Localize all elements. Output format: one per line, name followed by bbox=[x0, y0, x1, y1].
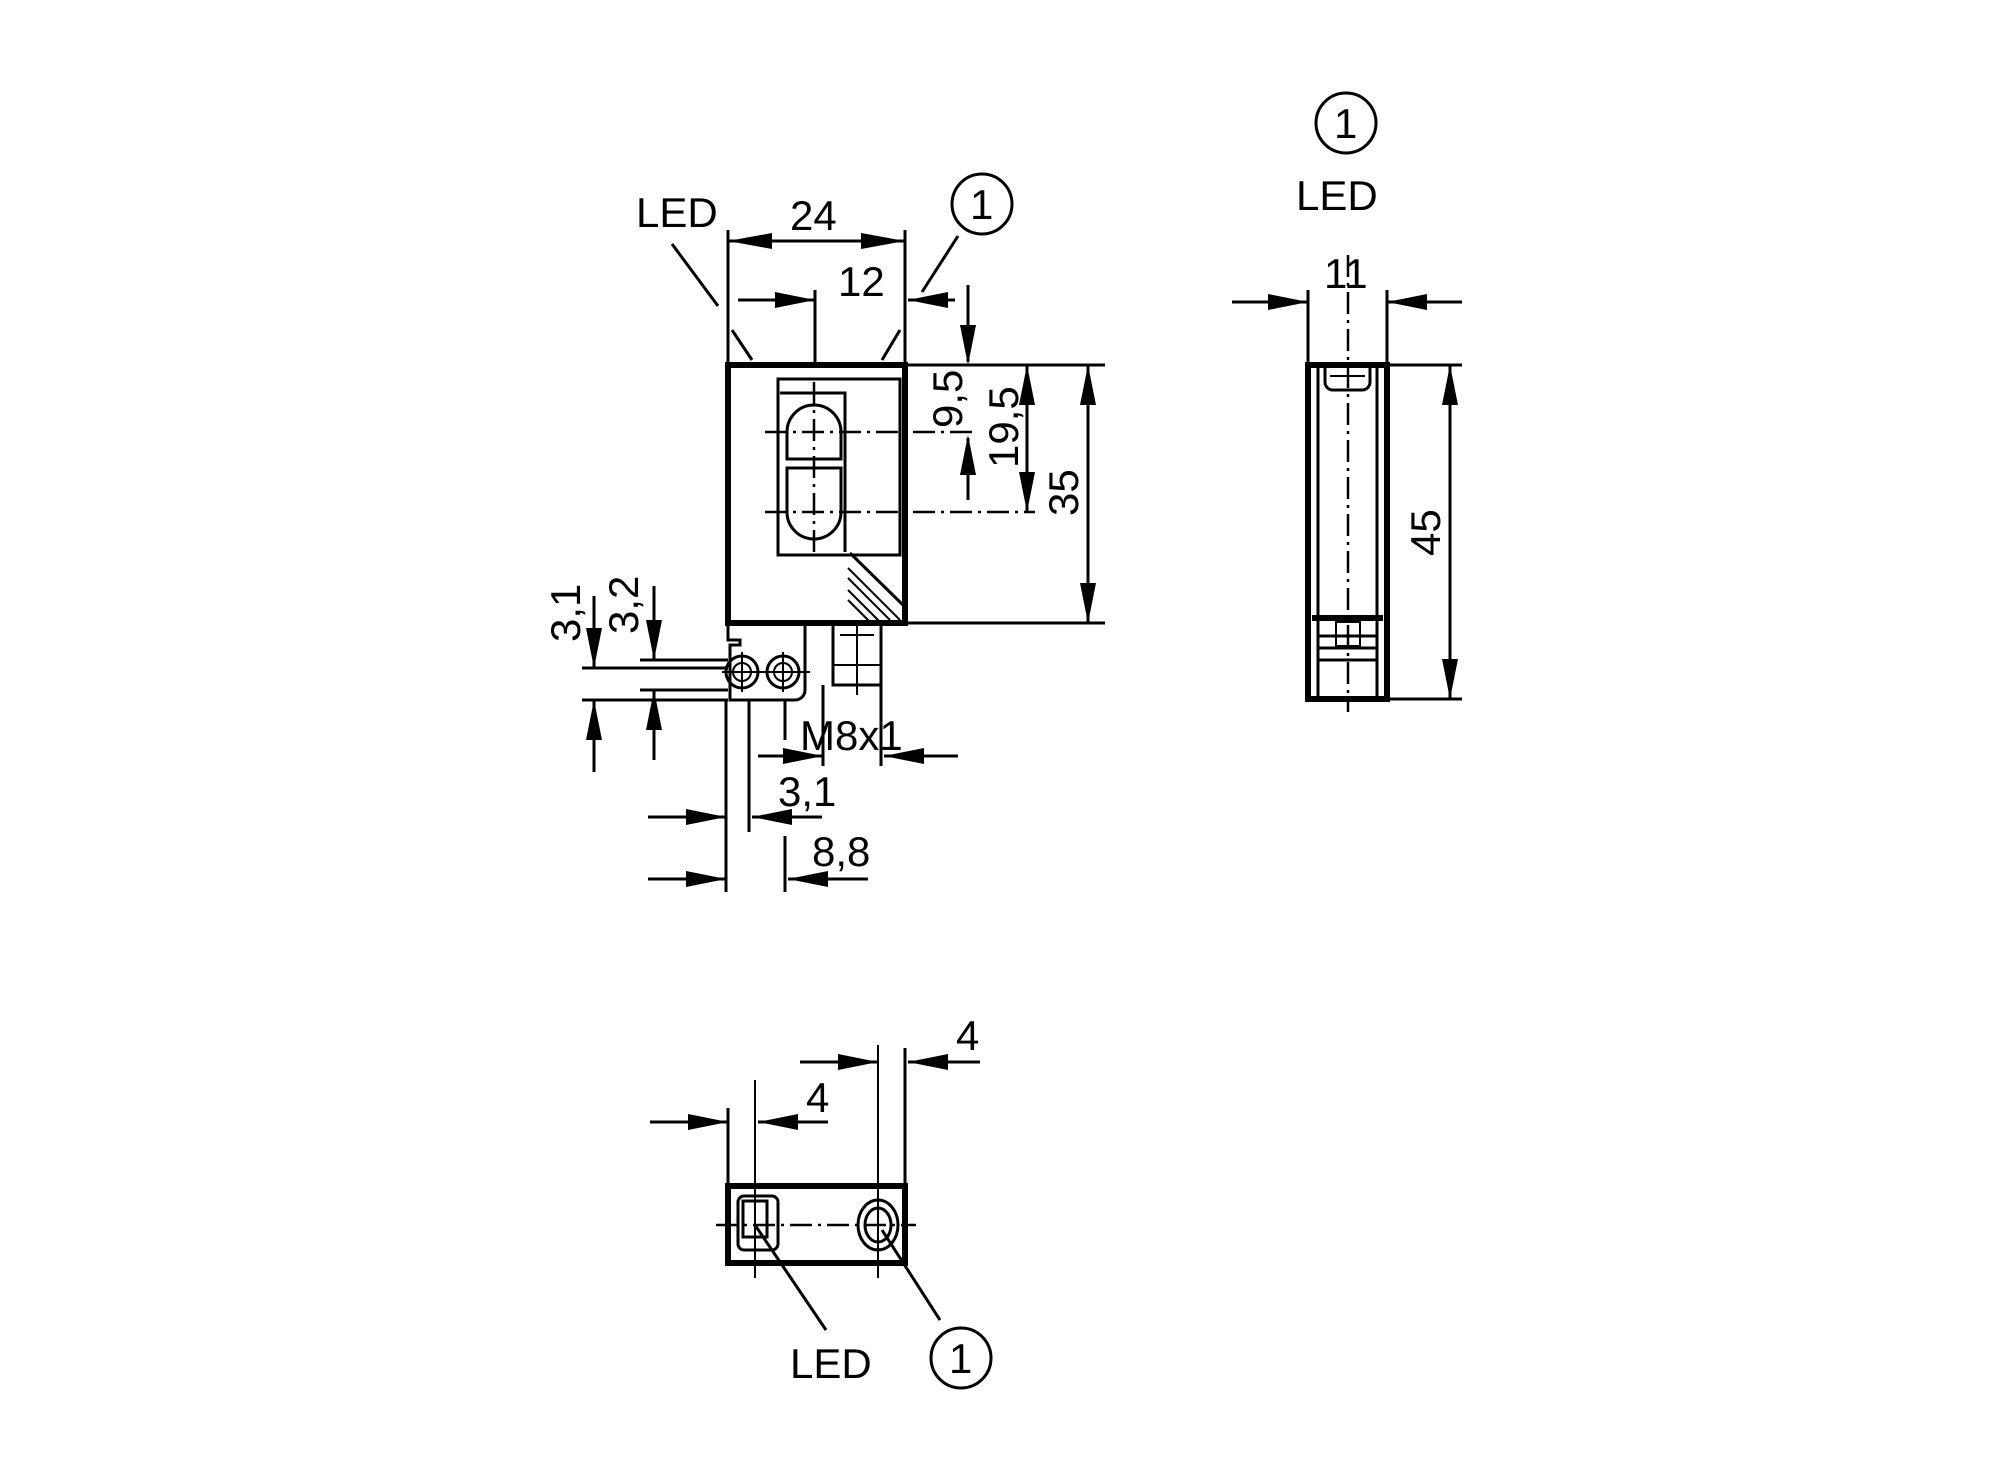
top-led-label: LED bbox=[790, 1340, 872, 1387]
dim-hole-spacing-3-1: 3,1 bbox=[778, 768, 836, 815]
chamfer bbox=[848, 551, 905, 607]
dim-mount-3-2: 3,2 bbox=[600, 576, 647, 634]
lens-frame-inner bbox=[780, 391, 847, 552]
lens-upper bbox=[785, 403, 843, 461]
dim-center-12: 12 bbox=[838, 258, 885, 305]
top-callout-circle bbox=[929, 1326, 993, 1390]
dim-width-24: 24 bbox=[790, 192, 837, 239]
dim-connector-8-8: 8,8 bbox=[812, 828, 870, 875]
lens-lower bbox=[785, 466, 843, 541]
front-led-label: LED bbox=[636, 189, 718, 236]
dim-height-45: 45 bbox=[1402, 509, 1449, 556]
top-led-window-outer bbox=[736, 1194, 780, 1252]
side-led-window bbox=[1323, 368, 1372, 392]
dim-lens2-19-5: 19,5 bbox=[980, 386, 1027, 468]
front-view: 24 12 LED 1 9,5 19,5 35 bbox=[542, 172, 1105, 892]
dim-connector-m8x1: M8x1 bbox=[800, 712, 903, 759]
dim-emitter-offset-4: 4 bbox=[956, 1012, 979, 1059]
dim-lens1-9-5: 9,5 bbox=[924, 370, 971, 428]
lens-frame-outer bbox=[776, 377, 902, 557]
front-callout-number: 1 bbox=[970, 181, 993, 228]
dim-mount-3-1: 3,1 bbox=[542, 584, 589, 642]
top-view: 4 4 LED 1 bbox=[650, 1012, 993, 1390]
side-led-label: LED bbox=[1296, 172, 1378, 219]
front-callout-circle bbox=[950, 172, 1014, 236]
hatch bbox=[847, 567, 901, 623]
dim-depth-11: 11 bbox=[1324, 250, 1368, 297]
side-callout-number: 1 bbox=[1334, 100, 1357, 147]
side-callout-circle bbox=[1314, 91, 1378, 155]
top-callout-number: 1 bbox=[949, 1335, 972, 1382]
mount-bracket bbox=[726, 623, 807, 702]
side-view: 11 LED 1 45 bbox=[1232, 91, 1462, 712]
dim-led-offset-4: 4 bbox=[806, 1074, 829, 1121]
dim-height-35: 35 bbox=[1040, 469, 1087, 516]
